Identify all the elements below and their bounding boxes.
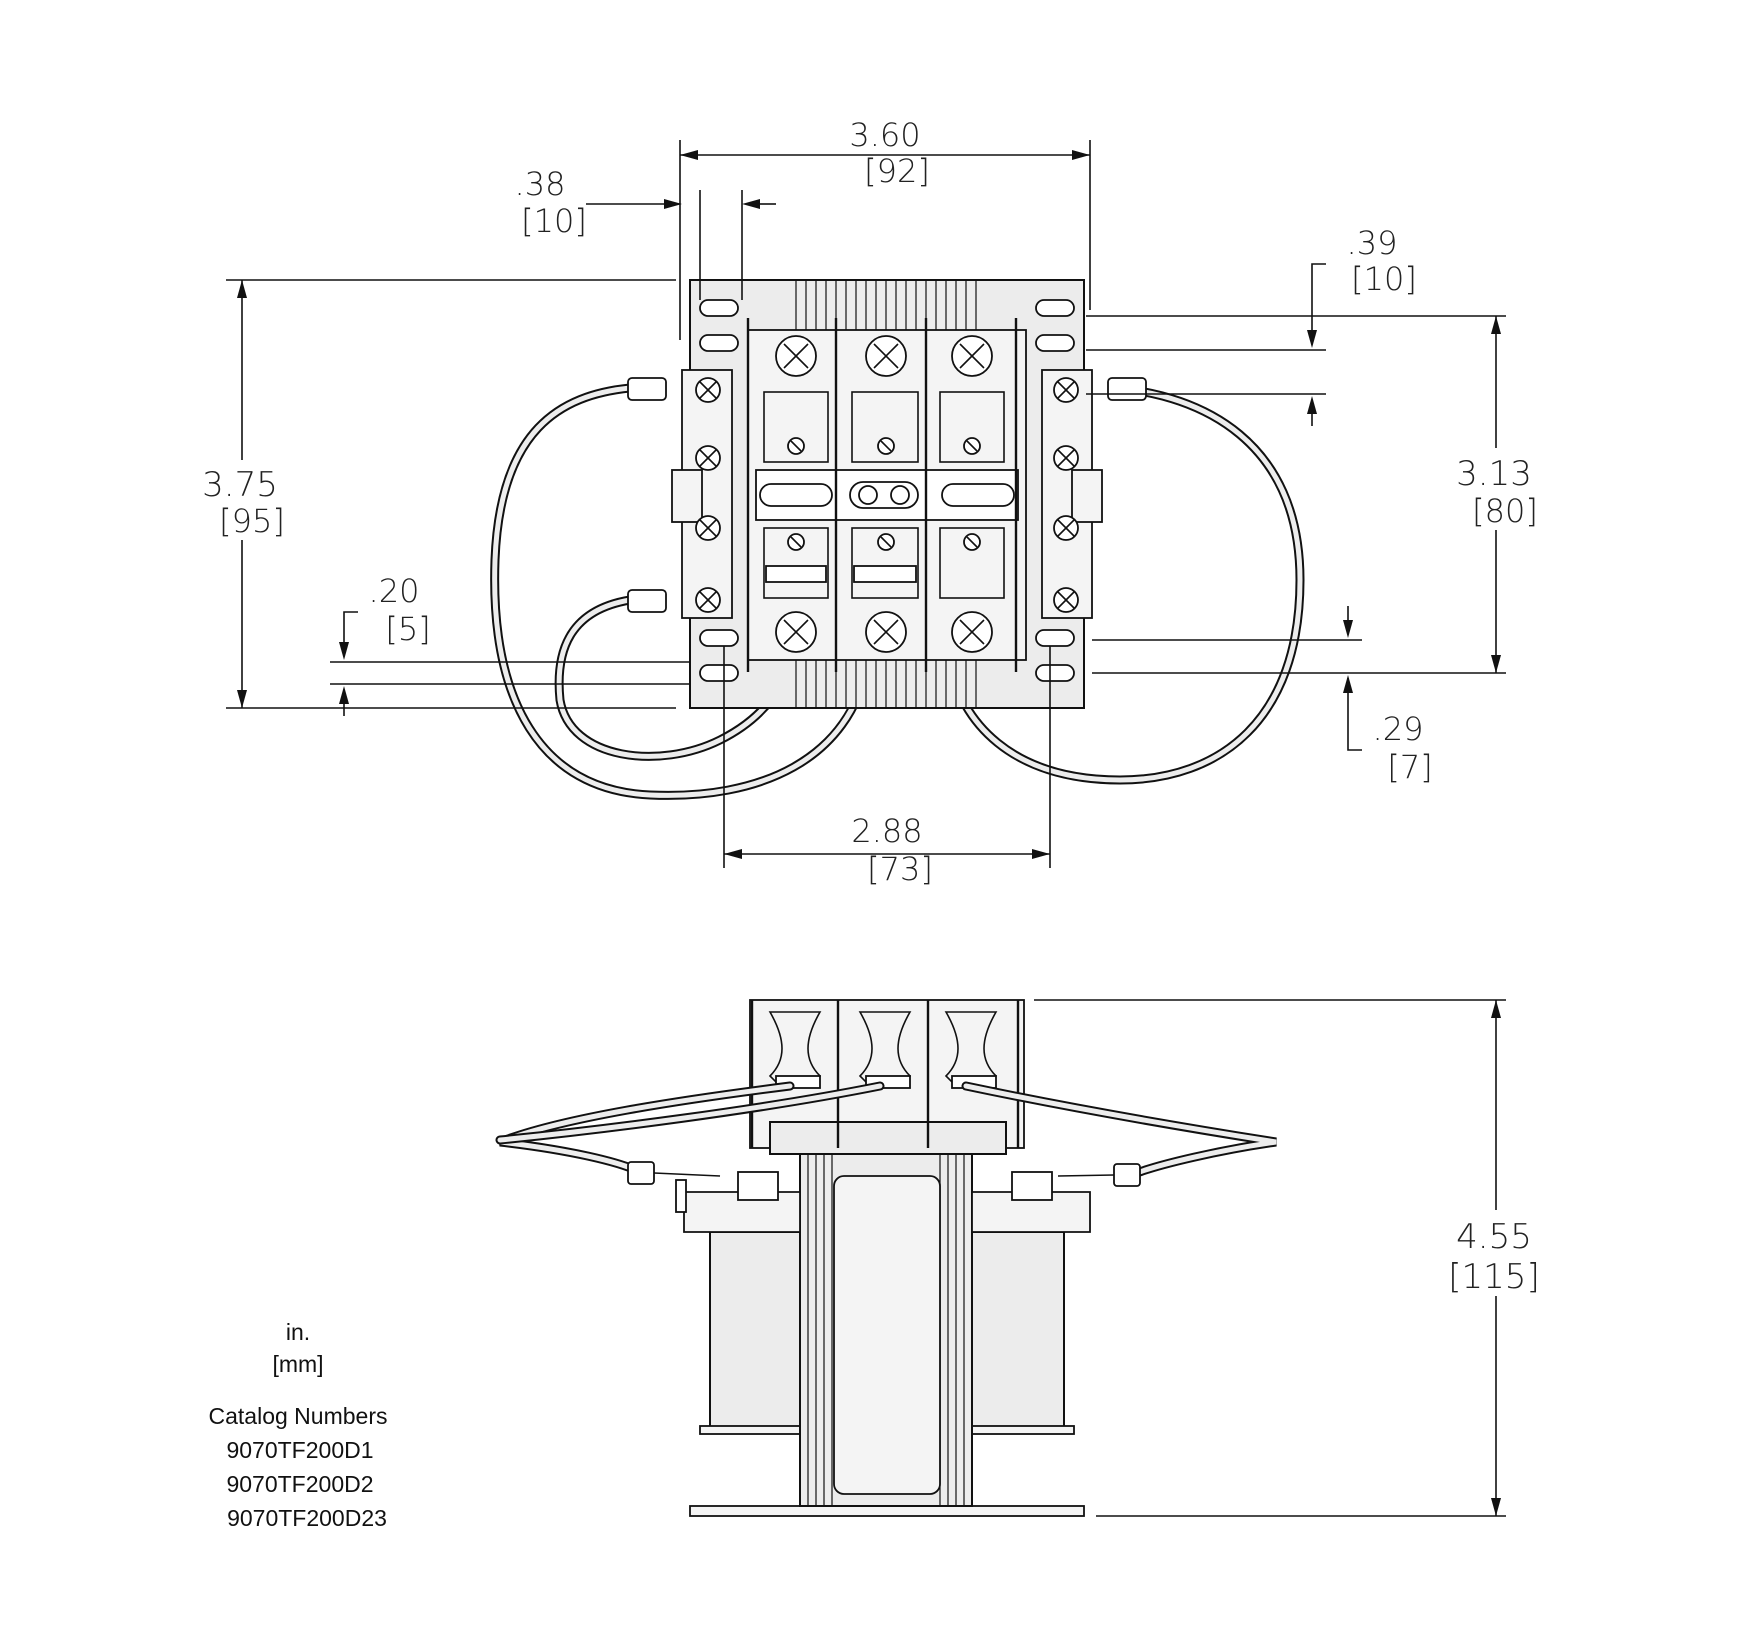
mounting-slots — [699, 299, 1075, 682]
dim-width-overall-mm: [92] — [864, 152, 930, 190]
dim-slot-bottom-left-mm: [5] — [385, 610, 430, 648]
side-nameplate — [833, 1175, 941, 1495]
left-terminal-strip — [671, 369, 733, 619]
top-view — [490, 279, 1305, 800]
fuse-screws-top — [775, 335, 993, 377]
catalog-heading: Catalog Numbers — [209, 1403, 388, 1429]
unit-inches-label: in. — [286, 1319, 310, 1345]
wire-lugs-top-view — [627, 377, 1147, 613]
unit-mm-label: [mm] — [272, 1351, 323, 1377]
dim-slot-bottom-left-in: .20 — [369, 572, 420, 610]
dim-mount-width-in: 2.88 — [851, 812, 922, 850]
fuse-screws-bottom — [775, 611, 993, 653]
dim-mount-height-mm: [80] — [1472, 492, 1538, 530]
dim-slot-bottom-right-mm: [7] — [1387, 748, 1432, 786]
dim-mount-width-mm: [73] — [867, 850, 933, 888]
fuse-block — [746, 318, 1027, 672]
dim-height-overall-in: 3.75 — [202, 465, 278, 505]
dim-mount-height-in: 3.13 — [1456, 454, 1532, 494]
dim-mount-inset-in: .38 — [515, 165, 566, 203]
dim-total-height-in: 4.55 — [1456, 1217, 1532, 1257]
catalog-number: 9070TF200D2 — [226, 1471, 373, 1497]
side-base-plate — [689, 1505, 1085, 1517]
top-view-dimensions: 3.60 [92] .38 [10] 3.75 [95] .20 [5] — [202, 116, 1538, 888]
fuse-clips — [763, 391, 1005, 599]
legend: in. [mm] Catalog Numbers 9070TF200D1 907… — [209, 1319, 388, 1531]
dim-width-overall-in: 3.60 — [849, 116, 920, 154]
dim-slot-top-in: .39 — [1347, 224, 1398, 262]
right-terminal-strip — [1041, 369, 1103, 619]
fuse-small-screws — [787, 437, 981, 551]
dim-mount-inset-mm: [10] — [521, 202, 587, 240]
dim-slot-top-mm: [10] — [1351, 260, 1417, 298]
dim-slot-bottom-right-in: .29 — [1373, 710, 1424, 748]
side-fuse-clips — [768, 1011, 998, 1089]
dim-height-overall-mm: [95] — [219, 502, 285, 540]
catalog-number: 9070TF200D23 — [227, 1505, 387, 1531]
side-view-dimensions: 4.55 [115] — [1034, 999, 1540, 1517]
dim-total-height-mm: [115] — [1448, 1257, 1539, 1297]
top-view-wires — [490, 383, 1305, 800]
catalog-number: 9070TF200D1 — [226, 1437, 373, 1463]
side-view — [495, 999, 1277, 1517]
side-view-wires — [495, 1081, 1277, 1179]
